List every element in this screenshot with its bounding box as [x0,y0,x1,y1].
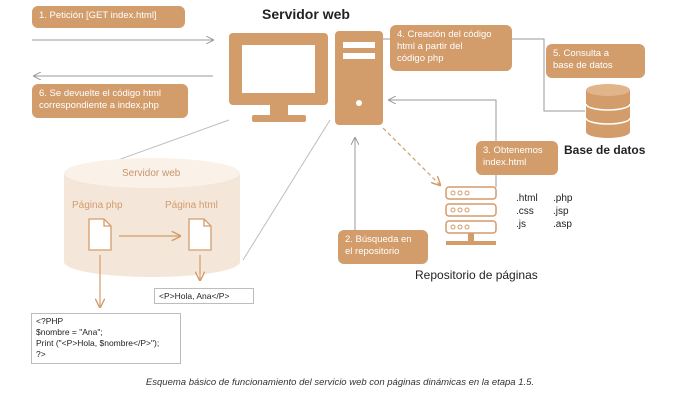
dashed-arrow [382,127,440,185]
html-page-label: Página html [165,200,218,211]
php-code-box: <?PHP $nombre = "Ana"; Print ("<P>Hola, … [31,313,181,364]
step-2-label: 2. Búsqueda en el repositorio [338,230,428,264]
php-page-label: Página php [72,200,123,211]
html-page-icon [188,218,212,251]
figure-caption: Esquema básico de funcionamiento del ser… [145,377,535,388]
database-icon [585,84,631,138]
server-cylinder [64,158,240,277]
step-6-label: 6. Se devuelte el código html correspond… [32,84,188,118]
step-4-label: 4. Creación del código html a partir del… [390,25,512,71]
monitor-icon [229,33,328,122]
step-3-label: 3. Obtenemos index.html [476,141,558,175]
html-output-box: <P>Hola, Ana</P> [154,288,254,304]
repository-icon [445,186,497,245]
zoom-line-right [242,119,331,261]
step-5-label: 5. Consulta a base de datos [546,44,645,78]
repo-extensions-col2: .php .jsp .asp [553,193,573,230]
repository-label: Repositorio de páginas [415,268,538,282]
php-page-icon [88,218,112,251]
page-title: Servidor web [262,6,350,22]
server-tower-icon [335,31,383,125]
step-1-label: 1. Petición [GET index.html] [32,6,185,28]
server-cylinder-label: Servidor web [122,168,181,179]
repo-extensions-col1: .html .css .js [516,193,538,230]
database-label: Base de datos [564,143,646,157]
